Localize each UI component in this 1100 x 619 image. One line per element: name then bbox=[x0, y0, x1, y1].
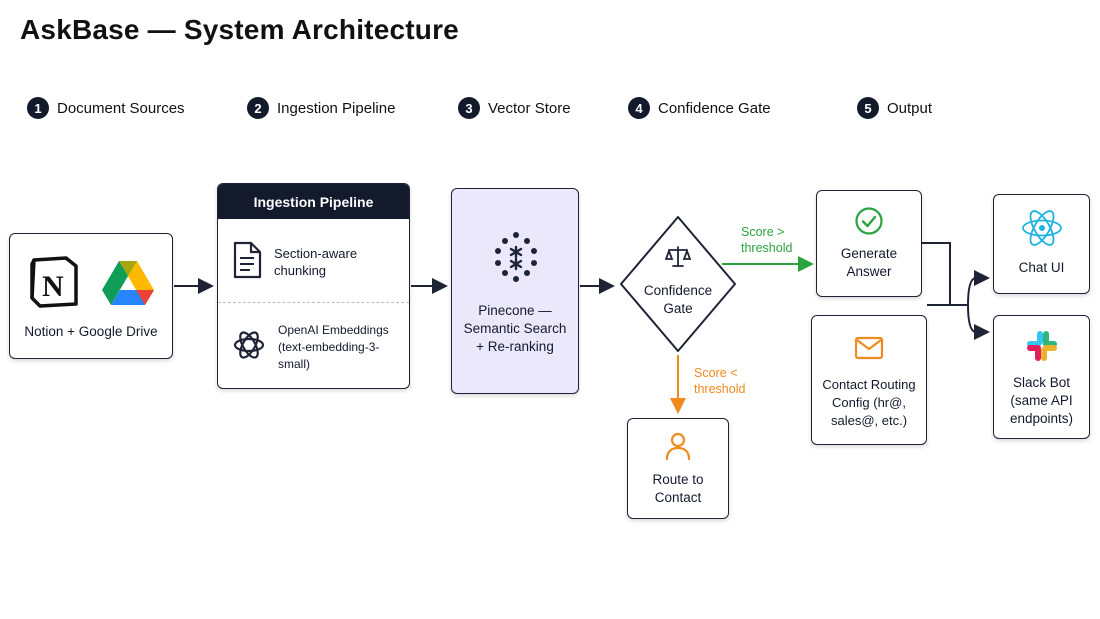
slack-logo-icon bbox=[994, 329, 1089, 363]
step-ingestion-pipeline: 2 Ingestion Pipeline bbox=[247, 97, 395, 119]
step-label: Vector Store bbox=[488, 99, 571, 117]
route-to-contact-node: Route to Contact bbox=[627, 418, 729, 519]
ingestion-divider bbox=[218, 302, 409, 303]
page-title: AskBase — System Architecture bbox=[20, 14, 459, 45]
step-number: 3 bbox=[458, 97, 480, 119]
step-label: Ingestion Pipeline bbox=[277, 99, 396, 117]
document-icon bbox=[232, 241, 262, 283]
contact-routing-label: Contact Routing Config (hr@, sales@, etc… bbox=[822, 377, 916, 428]
check-circle-icon bbox=[817, 206, 921, 236]
step-number: 4 bbox=[628, 97, 650, 119]
chat-ui-node: Chat UI bbox=[993, 194, 1090, 294]
step-label: Output bbox=[887, 99, 933, 117]
arrow-generate-to-outputs bbox=[922, 242, 951, 305]
embeddings-row: OpenAI Embeddings (text-embedding-3-smal… bbox=[232, 322, 409, 373]
confidence-gate-node: Confidence Gate bbox=[618, 214, 738, 354]
scale-icon bbox=[664, 244, 692, 275]
embeddings-model: (text-embedding-3-small) bbox=[278, 340, 380, 371]
step-number: 5 bbox=[857, 97, 879, 119]
route-to-contact-label: Route to Contact bbox=[652, 472, 704, 505]
step-output: 5 Output bbox=[857, 97, 932, 119]
chunking-label: Section-aware chunking bbox=[274, 246, 358, 278]
sources-label: Notion + Google Drive bbox=[24, 324, 158, 339]
person-icon bbox=[628, 431, 728, 461]
step-document-sources: 1 Document Sources bbox=[27, 97, 185, 119]
step-confidence-gate: 4 Confidence Gate bbox=[628, 97, 771, 119]
chat-ui-label: Chat UI bbox=[1018, 260, 1065, 275]
contact-routing-config-node: Contact Routing Config (hr@, sales@, etc… bbox=[811, 315, 927, 445]
arrow-to-chat bbox=[950, 270, 990, 306]
gate-label: Confidence Gate bbox=[643, 283, 713, 316]
ingestion-header: Ingestion Pipeline bbox=[218, 184, 409, 219]
vector-store-node: Pinecone — Semantic Search + Re-ranking bbox=[451, 188, 579, 394]
slack-bot-label: Slack Bot (same API endpoints) bbox=[1009, 375, 1074, 426]
gate-diamond-shape bbox=[620, 216, 736, 352]
svg-text:N: N bbox=[42, 270, 64, 303]
arrow-to-slack bbox=[967, 304, 990, 340]
document-sources-node: N Notion + Google Drive bbox=[9, 233, 173, 359]
ingestion-pipeline-node: Ingestion Pipeline Section-aware chunkin… bbox=[217, 183, 410, 389]
step-vector-store: 3 Vector Store bbox=[458, 97, 571, 119]
vector-store-label: Pinecone — Semantic Search + Re-ranking bbox=[463, 303, 567, 354]
mail-icon bbox=[812, 336, 926, 360]
chunking-row: Section-aware chunking bbox=[232, 241, 357, 283]
step-label: Document Sources bbox=[57, 99, 185, 117]
generate-answer-node: Generate Answer bbox=[816, 190, 922, 297]
google-drive-logo-icon bbox=[102, 259, 154, 310]
generate-answer-label: Generate Answer bbox=[840, 246, 898, 279]
pinecone-logo-icon bbox=[490, 229, 542, 290]
step-label: Confidence Gate bbox=[658, 99, 771, 117]
step-number: 2 bbox=[247, 97, 269, 119]
notion-logo-icon: N bbox=[28, 256, 80, 313]
slack-bot-node: Slack Bot (same API endpoints) bbox=[993, 315, 1090, 439]
embeddings-label: OpenAI Embeddings bbox=[278, 323, 389, 337]
step-number: 1 bbox=[27, 97, 49, 119]
openai-logo-icon bbox=[232, 328, 266, 367]
react-logo-icon bbox=[994, 209, 1089, 247]
score-below-threshold-label: Score < threshold bbox=[694, 366, 746, 396]
score-above-threshold-label: Score > threshold bbox=[741, 225, 793, 255]
